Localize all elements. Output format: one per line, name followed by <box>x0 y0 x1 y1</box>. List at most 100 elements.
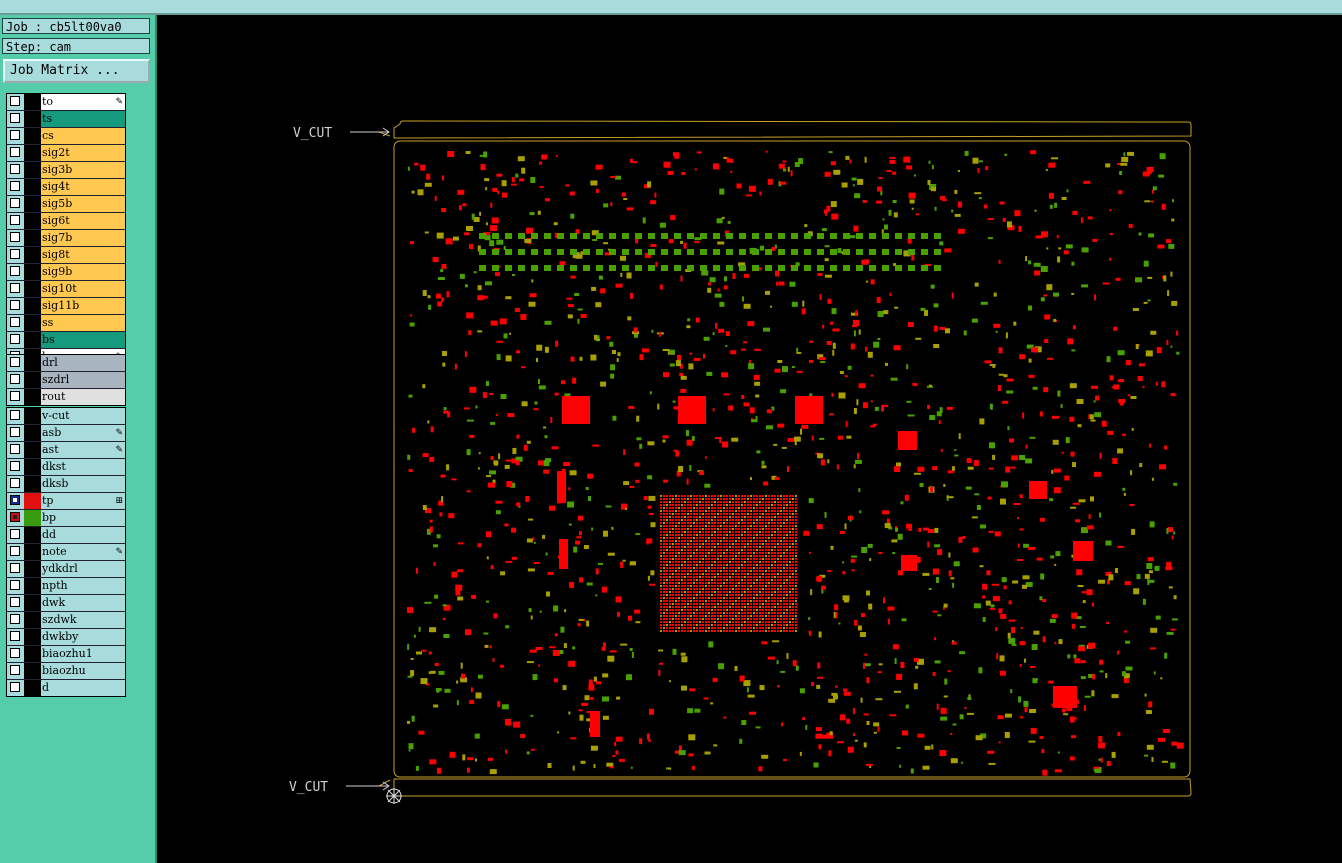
layer-color-swatch[interactable] <box>24 111 41 127</box>
layer-row-rout[interactable]: rout <box>7 389 125 405</box>
layer-row-tp[interactable]: tp⊞ <box>7 493 125 510</box>
layer-name[interactable]: drl <box>41 355 125 371</box>
layer-checkbox[interactable] <box>10 164 20 174</box>
layer-color-swatch[interactable] <box>24 196 41 212</box>
layer-name[interactable]: rout <box>41 389 125 405</box>
layer-name[interactable]: bp <box>41 510 125 526</box>
layer-checkbox[interactable] <box>10 563 20 573</box>
layer-color-swatch[interactable] <box>24 476 41 492</box>
layer-color-swatch[interactable] <box>24 247 41 263</box>
layer-color-swatch[interactable] <box>24 561 41 577</box>
layer-row-cs[interactable]: cs <box>7 128 125 145</box>
layer-row-bs[interactable]: bs <box>7 332 125 349</box>
layer-row-sig4t[interactable]: sig4t <box>7 179 125 196</box>
layer-name[interactable]: sig6t <box>41 213 125 229</box>
layer-name[interactable]: biaozhu1 <box>41 646 125 662</box>
layer-checkbox[interactable] <box>10 580 20 590</box>
layer-color-swatch[interactable] <box>24 332 41 348</box>
layer-checkbox[interactable] <box>10 334 20 344</box>
layer-name[interactable]: bs <box>41 332 125 348</box>
layer-row-sig9b[interactable]: sig9b <box>7 264 125 281</box>
layer-color-swatch[interactable] <box>24 680 41 696</box>
layer-row-szdrl[interactable]: szdrl <box>7 372 125 389</box>
layer-checkbox[interactable] <box>10 130 20 140</box>
layer-checkbox[interactable] <box>10 232 20 242</box>
layer-row-dkst[interactable]: dkst <box>7 459 125 476</box>
layer-row-bp[interactable]: bp <box>7 510 125 527</box>
layer-name[interactable]: npth <box>41 578 125 594</box>
layer-color-swatch[interactable] <box>24 281 41 297</box>
layer-color-swatch[interactable] <box>24 646 41 662</box>
layer-color-swatch[interactable] <box>24 663 41 679</box>
layer-checkbox[interactable] <box>10 113 20 123</box>
layer-row-sig10t[interactable]: sig10t <box>7 281 125 298</box>
layer-row-sig11b[interactable]: sig11b <box>7 298 125 315</box>
layer-row-sig3b[interactable]: sig3b <box>7 162 125 179</box>
layer-color-swatch[interactable] <box>24 442 41 458</box>
layer-row-dwk[interactable]: dwk <box>7 595 125 612</box>
layer-name[interactable]: sig8t <box>41 247 125 263</box>
layer-name[interactable]: dwkby <box>41 629 125 645</box>
layer-name[interactable]: cs <box>41 128 125 144</box>
layer-checkbox[interactable] <box>10 682 20 692</box>
layer-color-swatch[interactable] <box>24 230 41 246</box>
layer-row-dd[interactable]: dd <box>7 527 125 544</box>
layer-checkbox[interactable] <box>10 529 20 539</box>
layer-color-swatch[interactable] <box>24 425 41 441</box>
layer-row-drl[interactable]: drl <box>7 355 125 372</box>
layer-color-swatch[interactable] <box>24 527 41 543</box>
layer-row-biaozhu1[interactable]: biaozhu1 <box>7 646 125 663</box>
layer-color-swatch[interactable] <box>24 145 41 161</box>
layer-name[interactable]: to✎ <box>41 94 125 110</box>
layer-color-swatch[interactable] <box>24 315 41 331</box>
layer-row-d[interactable]: d <box>7 680 125 696</box>
layer-name[interactable]: sig10t <box>41 281 125 297</box>
layer-row-npth[interactable]: npth <box>7 578 125 595</box>
layer-name[interactable]: dd <box>41 527 125 543</box>
layer-name[interactable]: ss <box>41 315 125 331</box>
layer-color-swatch[interactable] <box>24 544 41 560</box>
layer-name[interactable]: dksb <box>41 476 125 492</box>
layer-checkbox[interactable] <box>10 215 20 225</box>
layer-color-swatch[interactable] <box>24 94 41 110</box>
layer-checkbox[interactable] <box>10 665 20 675</box>
layer-name[interactable]: ast✎ <box>41 442 125 458</box>
layer-checkbox[interactable] <box>10 478 20 488</box>
layer-name[interactable]: szdwk <box>41 612 125 628</box>
layer-color-swatch[interactable] <box>24 510 41 526</box>
layer-name[interactable]: sig2t <box>41 145 125 161</box>
layer-checkbox[interactable] <box>10 198 20 208</box>
layer-row-v-cut[interactable]: v-cut <box>7 408 125 425</box>
layer-checkbox[interactable] <box>10 597 20 607</box>
layer-name[interactable]: note✎ <box>41 544 125 560</box>
layer-row-dwkby[interactable]: dwkby <box>7 629 125 646</box>
layer-color-swatch[interactable] <box>24 629 41 645</box>
layer-name[interactable]: tp⊞ <box>41 493 125 509</box>
pcb-graphics-canvas[interactable]: V_CUT V_CUT <box>157 15 1342 863</box>
layer-row-asb[interactable]: asb✎ <box>7 425 125 442</box>
layer-color-swatch[interactable] <box>24 128 41 144</box>
layer-checkbox[interactable] <box>10 427 20 437</box>
layer-color-swatch[interactable] <box>24 578 41 594</box>
layer-color-swatch[interactable] <box>24 213 41 229</box>
layer-checkbox[interactable] <box>10 147 20 157</box>
layer-checkbox[interactable] <box>10 300 20 310</box>
layer-name[interactable]: szdrl <box>41 372 125 388</box>
layer-checkbox[interactable] <box>10 546 20 556</box>
layer-row-sig2t[interactable]: sig2t <box>7 145 125 162</box>
layer-checkbox[interactable] <box>10 648 20 658</box>
layer-row-ast[interactable]: ast✎ <box>7 442 125 459</box>
layer-checkbox[interactable] <box>10 266 20 276</box>
layer-checkbox[interactable] <box>10 461 20 471</box>
layer-row-szdwk[interactable]: szdwk <box>7 612 125 629</box>
layer-checkbox[interactable] <box>10 512 20 522</box>
layer-name[interactable]: dkst <box>41 459 125 475</box>
layer-row-sig7b[interactable]: sig7b <box>7 230 125 247</box>
layer-row-dksb[interactable]: dksb <box>7 476 125 493</box>
layer-row-note[interactable]: note✎ <box>7 544 125 561</box>
layer-name[interactable]: ydkdrl <box>41 561 125 577</box>
layer-name[interactable]: ts <box>41 111 125 127</box>
layer-name[interactable]: d <box>41 680 125 696</box>
layer-checkbox[interactable] <box>10 283 20 293</box>
layer-name[interactable]: biaozhu <box>41 663 125 679</box>
